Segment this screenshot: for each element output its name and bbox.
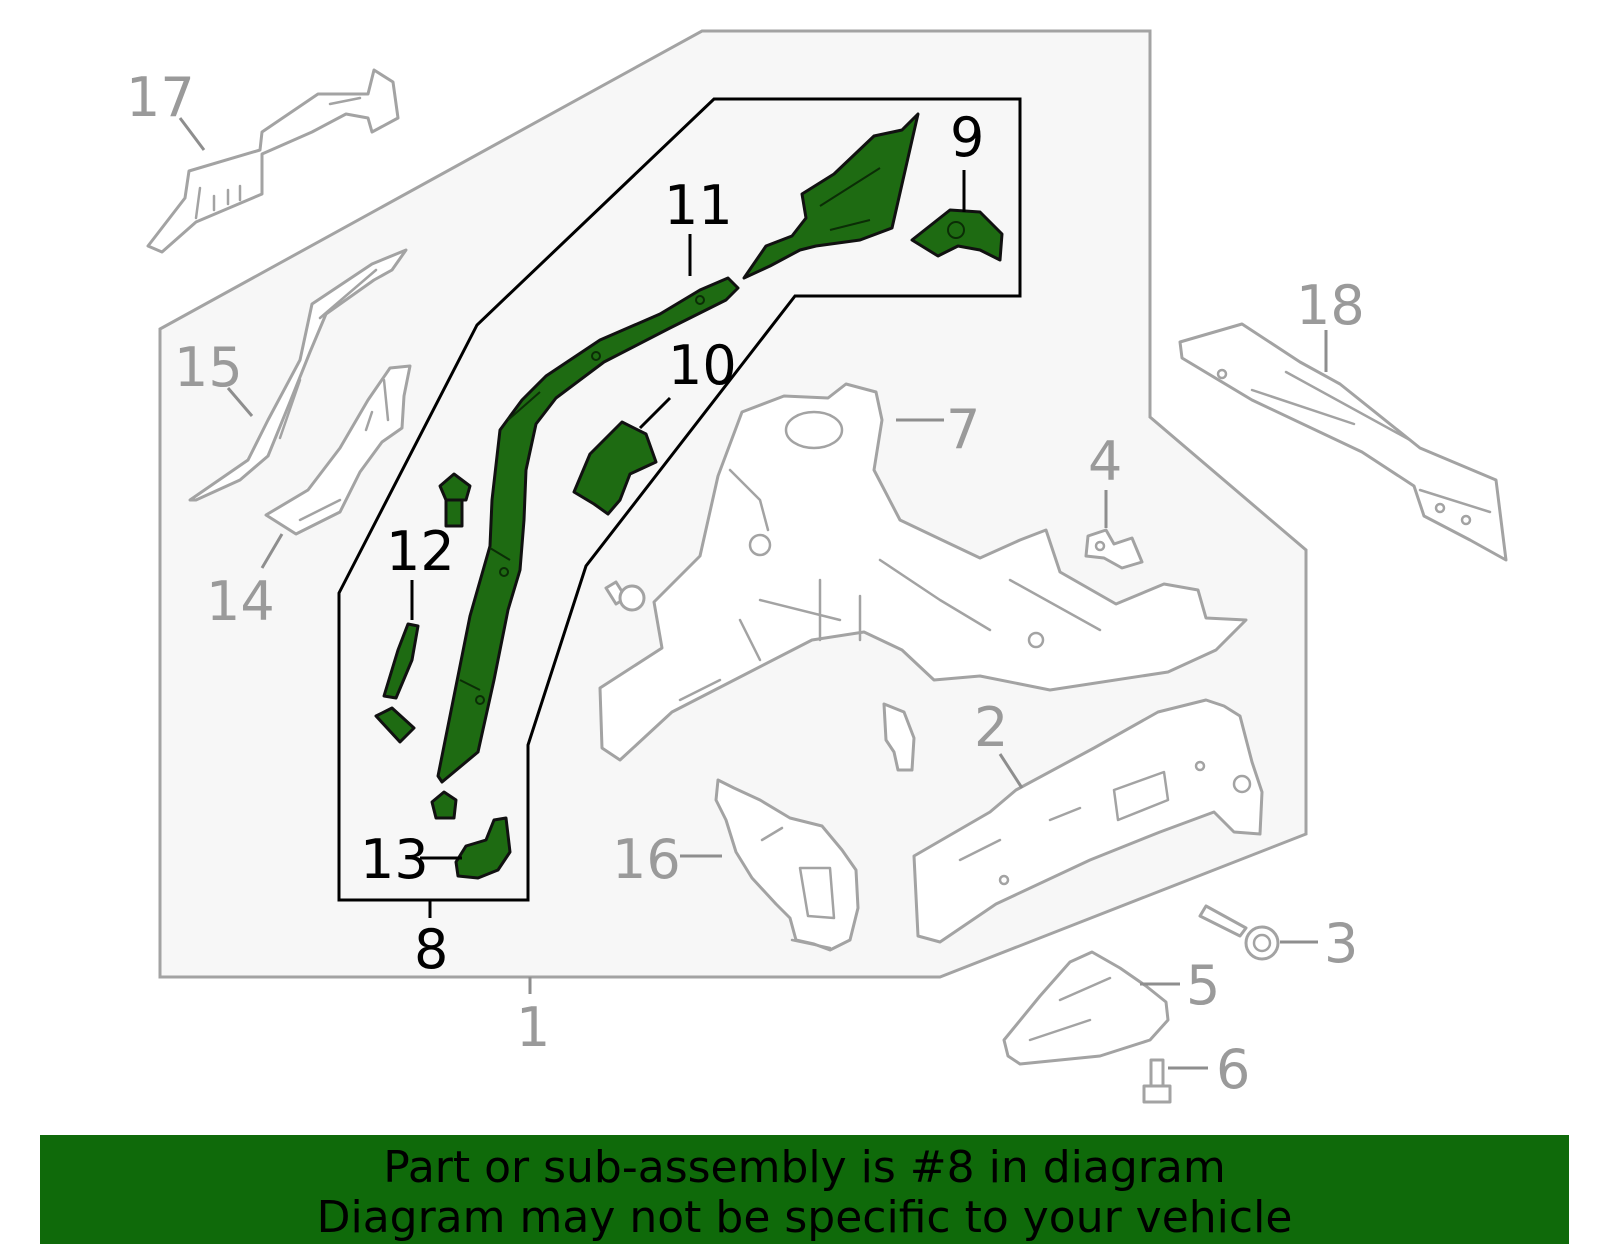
notice-line-2: Diagram may not be specific to your vehi… <box>316 1192 1293 1243</box>
assembly-8-frame <box>337 97 1022 902</box>
callout-9: 9 <box>950 106 984 169</box>
part-17-reinforcement <box>146 68 400 254</box>
callout-18: 18 <box>1296 274 1365 337</box>
part-13-bracket <box>454 816 512 880</box>
callout-1: 1 <box>516 996 550 1059</box>
callout-15: 15 <box>174 336 243 399</box>
callout-10: 10 <box>668 334 737 397</box>
nut <box>430 790 458 820</box>
callout-3: 3 <box>1324 912 1358 975</box>
notice-line-1: Part or sub-assembly is #8 in diagram <box>383 1142 1226 1193</box>
leader-2 <box>998 753 1024 789</box>
plug <box>374 706 416 744</box>
callout-17: 17 <box>126 66 195 129</box>
leader-17 <box>178 117 206 151</box>
callout-5: 5 <box>1186 954 1220 1017</box>
part-4-bracket <box>1084 528 1144 570</box>
callout-16: 16 <box>612 828 681 891</box>
part-10-bracket <box>572 420 658 516</box>
part-7-shock-tower-apron <box>598 382 1248 762</box>
part-2-frame-rail <box>912 698 1264 944</box>
bolt-top <box>438 472 472 528</box>
part-9-upper-reinforcement <box>742 112 920 280</box>
leader-14 <box>260 533 284 569</box>
part-11-pillar <box>436 276 740 784</box>
callout-14: 14 <box>206 570 275 633</box>
part-6-bolt <box>1142 1058 1172 1104</box>
callout-11: 11 <box>664 174 733 237</box>
small-bracket <box>882 702 916 772</box>
part-5-bracket <box>1002 950 1170 1066</box>
part-9-bracket <box>910 208 1004 262</box>
notice-banner: Part or sub-assembly is #8 in diagram Di… <box>40 1135 1569 1244</box>
callout-13: 13 <box>360 828 429 891</box>
part-3-bolt <box>1198 904 1280 961</box>
callout-7: 7 <box>946 398 980 461</box>
bolt-small <box>604 580 646 612</box>
part-12-clip <box>382 622 420 700</box>
callout-8: 8 <box>414 918 448 981</box>
callout-2: 2 <box>974 696 1008 759</box>
part-15-apron-upper <box>188 248 408 502</box>
leader-10 <box>638 396 672 430</box>
callout-6: 6 <box>1216 1038 1250 1101</box>
callout-12: 12 <box>386 520 455 583</box>
part-18-crossmember <box>1178 322 1508 562</box>
part-14-apron-lower <box>264 364 412 536</box>
part-16-bracket <box>714 778 860 952</box>
leader-15 <box>226 387 254 417</box>
callout-4: 4 <box>1088 430 1122 493</box>
